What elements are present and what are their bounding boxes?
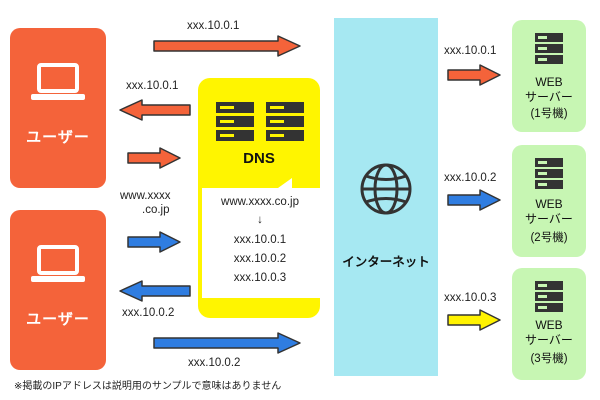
arrow-dns-query-1 <box>127 147 181 169</box>
web-server-line2: サーバー <box>525 90 573 104</box>
arrow-to-web-3 <box>447 309 501 331</box>
arrow-request-1 <box>153 35 301 57</box>
dns-label: DNS <box>243 150 275 167</box>
arrow-dns-query-2 <box>127 231 181 253</box>
footnote: ※掲載のIPアドレスは説明用のサンプルで意味はありません <box>14 381 282 392</box>
web-server-1: WEB サーバー (1号機) <box>512 20 586 132</box>
label-dns-reply-2: xxx.10.0.2 <box>122 307 175 319</box>
globe-icon <box>360 163 412 215</box>
label-dns-reply-1: xxx.10.0.1 <box>126 80 179 92</box>
dns-record-ip-1: xxx.10.0.1 <box>233 234 287 246</box>
server-icon <box>535 158 563 189</box>
dns-record-ip-2: xxx.10.0.2 <box>233 253 287 265</box>
web-server-line2: サーバー <box>525 333 573 347</box>
internet-label: インターネット <box>342 255 430 269</box>
arrow-to-web-1 <box>447 64 501 86</box>
label-to-web-1: xxx.10.0.1 <box>444 45 497 57</box>
laptop-icon <box>31 245 85 282</box>
dns-record-card: www.xxxx.co.jp ↓ xxx.10.0.1 xxx.10.0.2 x… <box>202 188 318 296</box>
server-icon <box>535 33 563 64</box>
label-query-domain-2: .co.jp <box>142 204 170 216</box>
web-server-3: WEB サーバー (3号機) <box>512 268 586 380</box>
dns-record-domain: www.xxxx.co.jp <box>221 196 299 208</box>
label-to-web-2: xxx.10.0.2 <box>444 172 497 184</box>
user-label: ユーザー <box>26 311 90 328</box>
label-bottom-request: xxx.10.0.2 <box>188 357 241 369</box>
user-box-2: ユーザー <box>10 210 106 370</box>
web-server-line3: (1号機) <box>530 108 568 120</box>
dns-record-arrow: ↓ <box>257 214 263 226</box>
label-top-request: xxx.10.0.1 <box>187 20 240 32</box>
server-rack-icon <box>216 102 304 141</box>
arrow-dns-reply-2 <box>119 280 191 302</box>
web-server-2: WEB サーバー (2号機) <box>512 145 586 257</box>
label-to-web-3: xxx.10.0.3 <box>444 292 497 304</box>
label-query-domain-1: www.xxxx <box>120 190 171 202</box>
laptop-icon <box>31 63 85 100</box>
web-server-line2: サーバー <box>525 212 573 226</box>
web-server-line3: (2号機) <box>530 232 568 244</box>
arrow-request-2 <box>153 332 301 354</box>
server-icon <box>535 281 563 312</box>
arrow-dns-reply-1 <box>119 99 191 121</box>
user-label: ユーザー <box>26 129 90 146</box>
web-server-line1: WEB <box>535 197 563 211</box>
arrow-to-web-2 <box>447 189 501 211</box>
web-server-line1: WEB <box>535 318 563 332</box>
dns-record-ip-3: xxx.10.0.3 <box>233 272 287 284</box>
web-server-line1: WEB <box>535 75 563 89</box>
user-box-1: ユーザー <box>10 28 106 188</box>
internet-box: インターネット <box>334 18 438 376</box>
web-server-line3: (3号機) <box>530 353 568 365</box>
